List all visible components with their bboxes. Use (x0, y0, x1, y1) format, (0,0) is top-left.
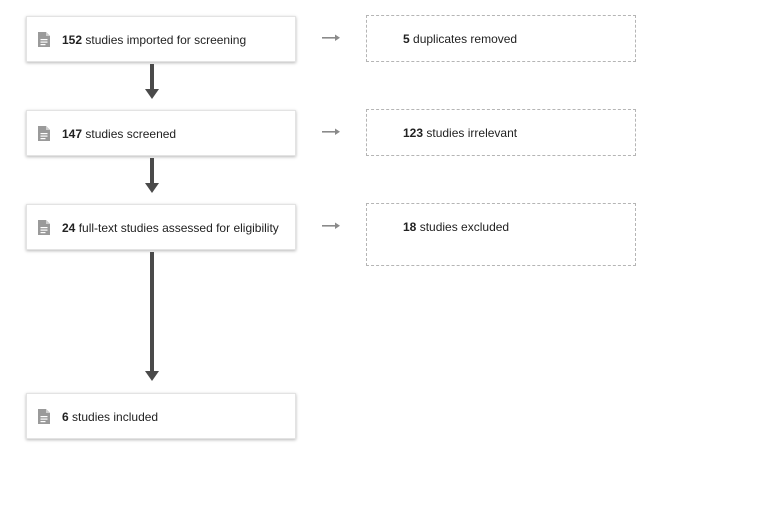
stage-fulltext-text: full-text studies assessed for eligibili… (78, 221, 279, 235)
stage-fulltext-label: 24 full-text studies assessed for eligib… (62, 221, 279, 235)
stage-imported-text: studies imported for screening (85, 33, 247, 47)
stage-included-box: 6 studies included (26, 393, 296, 439)
arrow-right-icon (322, 222, 340, 229)
stage-screened-box: 147 studies screened (26, 110, 296, 156)
stage-fulltext-box: 24 full-text studies assessed for eligib… (26, 204, 296, 250)
side-duplicates-label: 5 duplicates removed (403, 32, 517, 46)
side-irrelevant-count: 123 (403, 126, 424, 140)
document-icon (38, 409, 50, 424)
side-irrelevant-label: 123 studies irrelevant (403, 126, 517, 140)
stage-screened-text: studies screened (85, 127, 177, 141)
document-icon (38, 32, 50, 47)
arrow-down-icon (145, 252, 159, 381)
side-excluded-text: studies excluded (419, 220, 510, 234)
side-irrelevant-box: 123 studies irrelevant (366, 109, 636, 156)
stage-included-text: studies included (72, 410, 159, 424)
document-icon (38, 220, 50, 235)
stage-included-label: 6 studies included (62, 410, 158, 424)
side-excluded-count: 18 (403, 220, 417, 234)
stage-fulltext-count: 24 (62, 221, 76, 235)
arrow-down-icon (145, 158, 159, 193)
side-irrelevant-text: studies irrelevant (426, 126, 518, 140)
arrow-down-icon (145, 64, 159, 99)
side-excluded-box: 18 studies excluded (366, 203, 636, 266)
stage-imported-box: 152 studies imported for screening (26, 16, 296, 62)
side-duplicates-text: duplicates removed (413, 32, 518, 46)
document-icon (38, 126, 50, 141)
stage-screened-count: 147 (62, 127, 83, 141)
stage-imported-count: 152 (62, 33, 83, 47)
arrow-right-icon (322, 128, 340, 135)
side-duplicates-box: 5 duplicates removed (366, 15, 636, 62)
side-duplicates-count: 5 (403, 32, 410, 46)
stage-imported-label: 152 studies imported for screening (62, 33, 246, 47)
stage-screened-label: 147 studies screened (62, 127, 176, 141)
arrow-right-icon (322, 34, 340, 41)
stage-included-count: 6 (62, 410, 69, 424)
side-excluded-label: 18 studies excluded (403, 220, 509, 234)
